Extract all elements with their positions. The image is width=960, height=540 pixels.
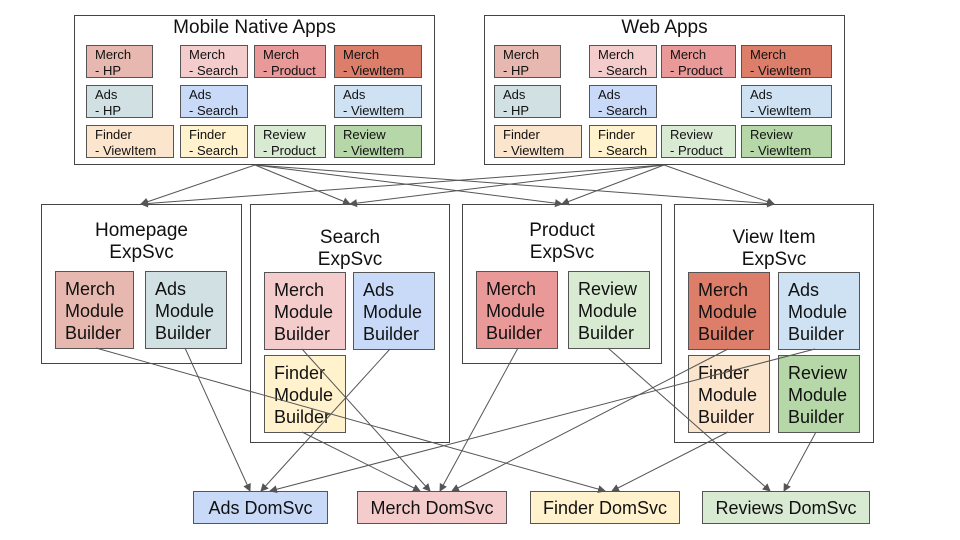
viewitem-expsvc-title: View Item ExpSvc — [732, 227, 816, 270]
web-merch-viewitem: Merch - ViewItem — [741, 45, 832, 78]
arrow-mobile-to-viewitem — [254, 164, 775, 208]
arrow-web-to-search — [349, 164, 665, 208]
mobile-merch-hp: Merch - HP — [86, 45, 153, 78]
product-review-module-builder: Review Module Builder — [568, 271, 650, 349]
product-merch-module-builder: Merch Module Builder — [476, 271, 558, 349]
arrow-homepage-ads-to-ads — [184, 347, 251, 492]
mobile-native-apps-title: Mobile Native Apps — [173, 17, 336, 38]
viewitem-review-module-builder: Review Module Builder — [778, 355, 860, 433]
web-apps-box: Web Apps Merch - HP Merch - Search Merch… — [484, 15, 845, 165]
arrow-mobile-to-product — [254, 164, 563, 208]
web-apps-title: Web Apps — [621, 17, 708, 38]
homepage-expsvc-box: Homepage ExpSvc Merch Module Builder Ads… — [41, 204, 242, 364]
mobile-finder-search: Finder - Search — [180, 125, 248, 158]
homepage-merch-module-builder: Merch Module Builder — [55, 271, 134, 349]
web-ads-search: Ads - Search — [589, 85, 657, 118]
ads-domsvc: Ads DomSvc — [193, 491, 328, 524]
product-expsvc-box: Product ExpSvc Merch Module Builder Revi… — [462, 204, 662, 364]
search-expsvc-box: Search ExpSvc Merch Module Builder Ads M… — [250, 204, 450, 443]
web-finder-search: Finder - Search — [589, 125, 657, 158]
arrow-mobile-to-search — [254, 164, 351, 206]
homepage-ads-module-builder: Ads Module Builder — [145, 271, 227, 349]
merch-domsvc: Merch DomSvc — [357, 491, 507, 524]
mobile-review-viewitem: Review - ViewItem — [334, 125, 422, 158]
mobile-review-product: Review - Product — [254, 125, 326, 158]
search-expsvc-title: Search ExpSvc — [317, 227, 383, 270]
arrow-mobile-to-homepage — [140, 164, 256, 206]
mobile-merch-search: Merch - Search — [180, 45, 248, 78]
mobile-merch-product: Merch - Product — [254, 45, 326, 78]
viewitem-finder-module-builder: Finder Module Builder — [688, 355, 770, 433]
search-ads-module-builder: Ads Module Builder — [353, 272, 435, 350]
arrow-product-merch-to-merch — [439, 347, 519, 492]
search-merch-module-builder: Merch Module Builder — [264, 272, 346, 350]
web-merch-hp: Merch - HP — [494, 45, 561, 78]
web-review-viewitem: Review - ViewItem — [741, 125, 832, 158]
viewitem-expsvc-box: View Item ExpSvc Merch Module Builder Ad… — [674, 204, 874, 443]
web-ads-hp: Ads - HP — [494, 85, 561, 118]
arrow-web-to-homepage — [140, 164, 665, 208]
reviews-domsvc: Reviews DomSvc — [702, 491, 870, 524]
product-expsvc-title: Product ExpSvc — [529, 220, 595, 263]
arrow-web-to-product — [561, 164, 665, 206]
mobile-ads-viewitem: Ads - ViewItem — [334, 85, 422, 118]
web-finder-viewitem: Finder - ViewItem — [494, 125, 582, 158]
web-ads-viewitem: Ads - ViewItem — [741, 85, 832, 118]
web-merch-product: Merch - Product — [661, 45, 736, 78]
viewitem-merch-module-builder: Merch Module Builder — [688, 272, 770, 350]
mobile-finder-viewitem: Finder - ViewItem — [86, 125, 174, 158]
web-merch-search: Merch - Search — [589, 45, 657, 78]
mobile-native-apps-box: Mobile Native Apps Merch - HP Merch - Se… — [74, 15, 435, 165]
mobile-ads-hp: Ads - HP — [86, 85, 153, 118]
viewitem-ads-module-builder: Ads Module Builder — [778, 272, 860, 350]
finder-domsvc: Finder DomSvc — [530, 491, 680, 524]
mobile-merch-viewitem: Merch - ViewItem — [334, 45, 422, 78]
arrow-web-to-viewitem — [663, 164, 775, 206]
homepage-expsvc-title: Homepage ExpSvc — [95, 220, 188, 263]
mobile-ads-search: Ads - Search — [180, 85, 248, 118]
web-review-product: Review - Product — [661, 125, 736, 158]
search-finder-module-builder: Finder Module Builder — [264, 355, 346, 433]
